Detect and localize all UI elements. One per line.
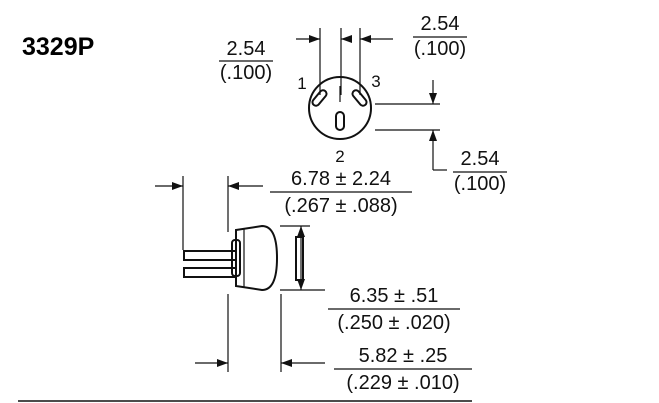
body-length-inch: (.229 ± .010) <box>346 372 459 394</box>
side-rotor-knob <box>295 236 304 281</box>
side-pin-upper <box>183 250 237 261</box>
side-view: 6.78 ± 2.24 (.267 ± .088) 6.35 ± .51 (.2… <box>155 168 472 394</box>
pin1-slot <box>311 89 328 107</box>
part-number: 3329P <box>22 33 94 61</box>
top-view: 2.54 (.100) 2.54 (.100) 1 3 2 <box>219 13 507 195</box>
body-arrow-right <box>281 359 292 367</box>
pin3-slot <box>351 89 368 107</box>
height-inch: (.250 ± .020) <box>337 312 450 334</box>
pin-label-2: 2 <box>335 147 344 166</box>
body-length-mm: 5.82 ± .25 <box>359 345 448 367</box>
top-left-dim-inch: (.100) <box>220 62 272 84</box>
overall-length-mm: 6.78 ± 2.24 <box>291 168 391 190</box>
pin-label-3: 3 <box>371 72 380 91</box>
height-arrow-bottom <box>297 279 305 290</box>
right-dim-arrowhead <box>360 35 371 43</box>
overall-length-inch: (.267 ± .088) <box>284 195 397 217</box>
top-right-vert-dim-mm: 2.54 <box>461 148 500 170</box>
left-dim-arrowhead <box>309 35 320 43</box>
top-left-dim-mm: 2.54 <box>227 38 266 60</box>
side-pin-lower <box>183 267 237 278</box>
height-arrow-top <box>297 226 305 237</box>
top-view-body <box>308 76 372 140</box>
vert-dim-arrow-bottom <box>429 130 437 141</box>
overall-arrow-left <box>172 182 183 190</box>
vert-dim-arrow-top <box>429 93 437 104</box>
left-dim-arrowhead-2 <box>341 35 352 43</box>
body-arrow-left <box>217 359 228 367</box>
top-right-dim-inch: (.100) <box>414 38 466 60</box>
top-right-vert-dim-inch: (.100) <box>454 173 506 195</box>
side-body <box>235 224 279 292</box>
height-mm: 6.35 ± .51 <box>350 285 439 307</box>
pin-label-1: 1 <box>297 74 306 93</box>
overall-arrow-right <box>228 182 239 190</box>
side-adjust-screw <box>231 239 241 277</box>
pin2-slot <box>335 111 345 131</box>
top-right-dim-mm: 2.54 <box>421 13 460 35</box>
